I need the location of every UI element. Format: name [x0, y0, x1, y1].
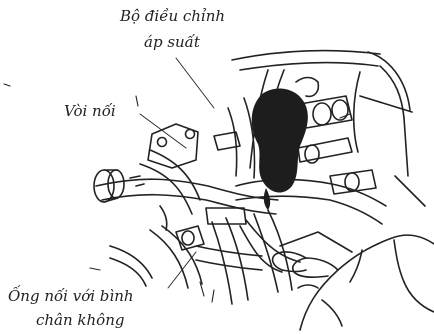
- dark-drip: [264, 188, 270, 210]
- hoses: [96, 150, 386, 304]
- vacuum-hose-label-line1: Ống nối với bình: [8, 288, 134, 304]
- dark-blob: [252, 88, 308, 192]
- hand: [273, 235, 434, 330]
- leader-lines: [140, 58, 214, 288]
- right-connectors: [296, 78, 376, 195]
- pressure-regulator-label-line2: áp suất: [144, 34, 200, 50]
- nozzle-label: Vòi nối: [64, 103, 116, 119]
- vacuum-hose-label-line2: chân không: [36, 312, 124, 328]
- pressure-regulator-label-line1: Bộ điều chỉnh: [120, 8, 225, 24]
- center-parts: [160, 132, 246, 250]
